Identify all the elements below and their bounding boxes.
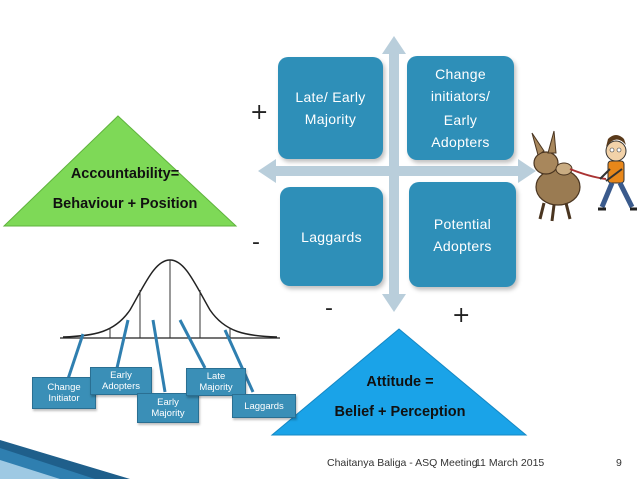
label-laggards-text: Laggards [244, 400, 284, 412]
attitude-title: Attitude = [366, 374, 434, 390]
quadrant-late-early-majority: Late/ Early Majority [278, 57, 383, 159]
y-axis-plus-sign: + [250, 100, 269, 125]
quadrant-potential-adopters: Potential Adopters [409, 182, 516, 287]
accountability-triangle [2, 115, 238, 227]
y-axis-minus-sign: - [252, 230, 260, 255]
label-laggards: Laggards [232, 394, 296, 418]
attitude-triangle [270, 328, 528, 436]
label-early-adopters: Early Adopters [90, 367, 152, 395]
label-change-initiator-text: Change Initiator [47, 382, 81, 404]
quadrant-early-adopters-line2: Early Adopters [431, 112, 490, 150]
label-late-majority-text: Late Majority [199, 371, 233, 393]
label-change-initiator: Change Initiator [32, 377, 96, 409]
quadrant-laggards: Laggards [280, 187, 383, 286]
footer-author: Chaitanya Baliga - ASQ Meeting [327, 457, 478, 469]
person-pulling-donkey-illustration [531, 130, 637, 222]
accountability-title: Accountability= [70, 166, 180, 182]
bell-curve-diagram [60, 259, 280, 393]
label-early-majority: Early Majority [137, 393, 199, 423]
label-early-majority-text: Early Majority [151, 397, 185, 419]
label-late-majority: Late Majority [186, 368, 246, 396]
footer-date: 11 March 2015 [475, 457, 545, 469]
footer-page-number: 9 [616, 457, 622, 469]
quadrant-potential-adopters-label: Potential Adopters [433, 215, 492, 254]
quadrant-change-initiators-line1: Change initiators/ [430, 66, 491, 104]
label-early-adopters-text: Early Adopters [101, 370, 141, 392]
quadrant-late-early-majority-label: Late/ Early Majority [295, 89, 366, 127]
corner-swoosh-decoration [0, 440, 130, 479]
accountability-formula: Behaviour + Position [52, 196, 198, 212]
attitude-formula: Belief + Perception [334, 404, 466, 420]
x-axis-plus-sign: + [452, 303, 471, 328]
x-axis-minus-sign: - [325, 296, 333, 321]
quadrant-change-initiators: Change initiators/ Early Adopters [407, 56, 514, 160]
quadrant-laggards-label: Laggards [301, 228, 362, 245]
